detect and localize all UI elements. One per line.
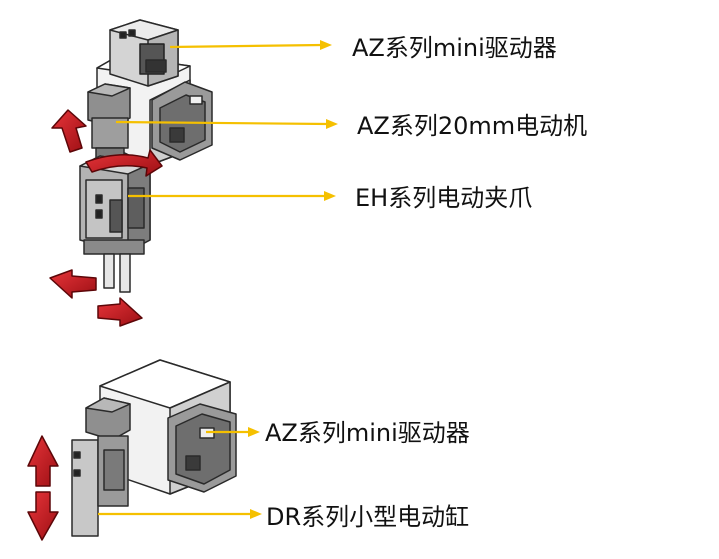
leader-arrow-2-icon (326, 119, 338, 129)
leader-arrow-5-icon (250, 509, 262, 519)
top-20mm-motor (87, 83, 131, 159)
rotate-left-arrow-icon (51, 109, 87, 153)
leader-arrow-1-icon (320, 40, 332, 50)
stroke-down-arrow-icon (27, 491, 59, 541)
top-mini-driver (109, 19, 179, 87)
label-az-20mm-motor: AZ系列20mm电动机 (357, 112, 588, 140)
rotate-ring-arrow-icon (85, 149, 163, 177)
gripper-fingers (103, 253, 131, 293)
bottom-assembly (71, 359, 237, 537)
label-dr-cylinder: DR系列小型电动缸 (266, 503, 470, 531)
leader-line-2 (115, 120, 329, 126)
gripper-close-arrow-left-icon (49, 269, 97, 299)
leader-arrow-4-icon (248, 427, 260, 437)
stroke-up-arrow-icon (27, 435, 59, 487)
top-assembly (79, 19, 213, 293)
leader-arrow-3-icon (324, 191, 336, 201)
label-az-mini-driver-bottom: AZ系列mini驱动器 (265, 419, 470, 447)
bottom-electric-cylinder (71, 397, 131, 537)
label-eh-gripper: EH系列电动夹爪 (355, 184, 533, 212)
bottom-mini-driver (167, 403, 237, 493)
leader-line-1 (169, 43, 323, 49)
top-gripper-body (79, 155, 151, 255)
bottom-red-arrows (27, 435, 59, 541)
gripper-close-arrow-right-icon (97, 297, 143, 327)
leader-lines (98, 40, 338, 519)
label-az-mini-driver-top: AZ系列mini驱动器 (352, 34, 557, 62)
top-red-arrows (49, 109, 163, 327)
